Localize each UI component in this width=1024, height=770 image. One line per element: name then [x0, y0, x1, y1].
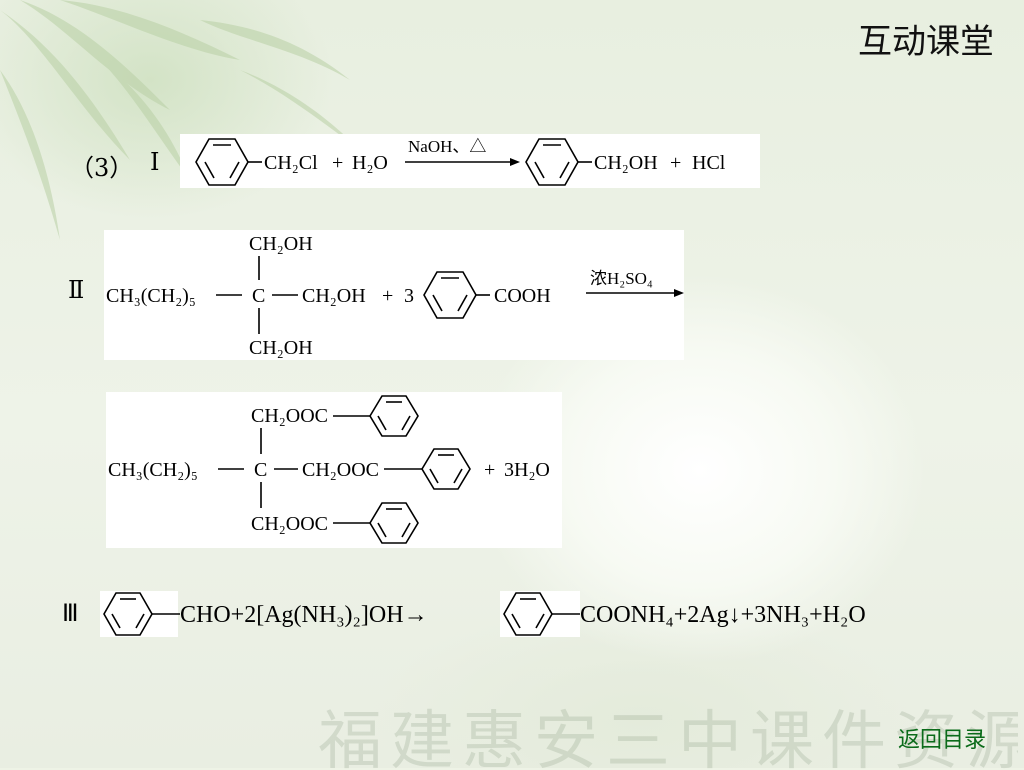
top-ch2oh: CH₂OH [249, 233, 313, 255]
plus-sign: + [382, 285, 393, 307]
reaction-1-label: Ⅰ [150, 148, 160, 176]
plus-sign: + [670, 152, 681, 174]
byproduct: HCl [692, 152, 726, 174]
acid-group: COOH [494, 285, 551, 307]
reaction-3-label: Ⅲ [62, 601, 79, 627]
product-group: CH₂OH [594, 152, 658, 174]
condition-text: 浓H₂SO₄ [590, 269, 653, 288]
central-carbon: C [252, 285, 265, 307]
watermark-text: 福建惠安三中课件资源 [318, 705, 1018, 770]
section-label: （3） [70, 154, 134, 182]
back-to-contents-link[interactable]: 返回目录 [897, 728, 986, 753]
reaction-1-panel: CH₂Cl + H₂O NaOH、△ CH₂OH + HCl [180, 134, 760, 188]
bottom-ch2oh: CH₂OH [249, 337, 313, 359]
reactant-text: CHO+2[Ag(NH₃)₂]OH→ [180, 602, 428, 628]
central-carbon: C [254, 459, 267, 481]
benzene-ring-icon [369, 502, 419, 544]
benzene-ring-icon [500, 591, 580, 637]
page-title: 互动课堂 [858, 22, 994, 62]
coefficient: 3 [404, 285, 414, 307]
right-ch2oh: CH₂OH [302, 285, 366, 307]
alkyl-chain: CH₃(CH₂)₅ [106, 285, 196, 307]
reaction-2-label: Ⅱ [68, 276, 85, 304]
alkyl-chain: CH₃(CH₂)₅ [108, 459, 198, 481]
product-text: COONH₄+2Ag↓+3NH₃+H₂O [580, 602, 866, 628]
reaction-2-panel: CH₂OH CH₃(CH₂)₅ C CH₂OH CH₂OH + 3 COOH 浓… [104, 230, 684, 360]
benzene-ring-icon [525, 138, 579, 186]
plus-sign: + [484, 459, 495, 481]
benzene-ring-icon [369, 395, 419, 437]
water-product: 3H₂O [504, 459, 550, 481]
water-reactant: H₂O [352, 152, 388, 174]
benzene-ring-icon [421, 448, 471, 490]
condition-text: NaOH、△ [408, 137, 486, 156]
reaction-3: Ⅲ CHO+2[Ag(NH₃)₂]OH→ COONH₄+2Ag↓+3NH₃+H₂… [60, 585, 960, 645]
plus-sign: + [332, 152, 343, 174]
middle-ester: CH₂OOC [302, 459, 379, 481]
reactant-group: CH₂Cl [264, 152, 318, 174]
benzene-ring-icon [423, 271, 477, 319]
top-ester: CH₂OOC [251, 405, 328, 427]
benzene-ring-icon [195, 138, 249, 186]
willow-leaves-decoration [0, 0, 360, 240]
reaction-2-product-panel: CH₂OOC CH₃(CH₂)₅ C CH₂OOC + 3H₂O CH₂OOC [106, 392, 562, 548]
bottom-ester: CH₂OOC [251, 513, 328, 535]
